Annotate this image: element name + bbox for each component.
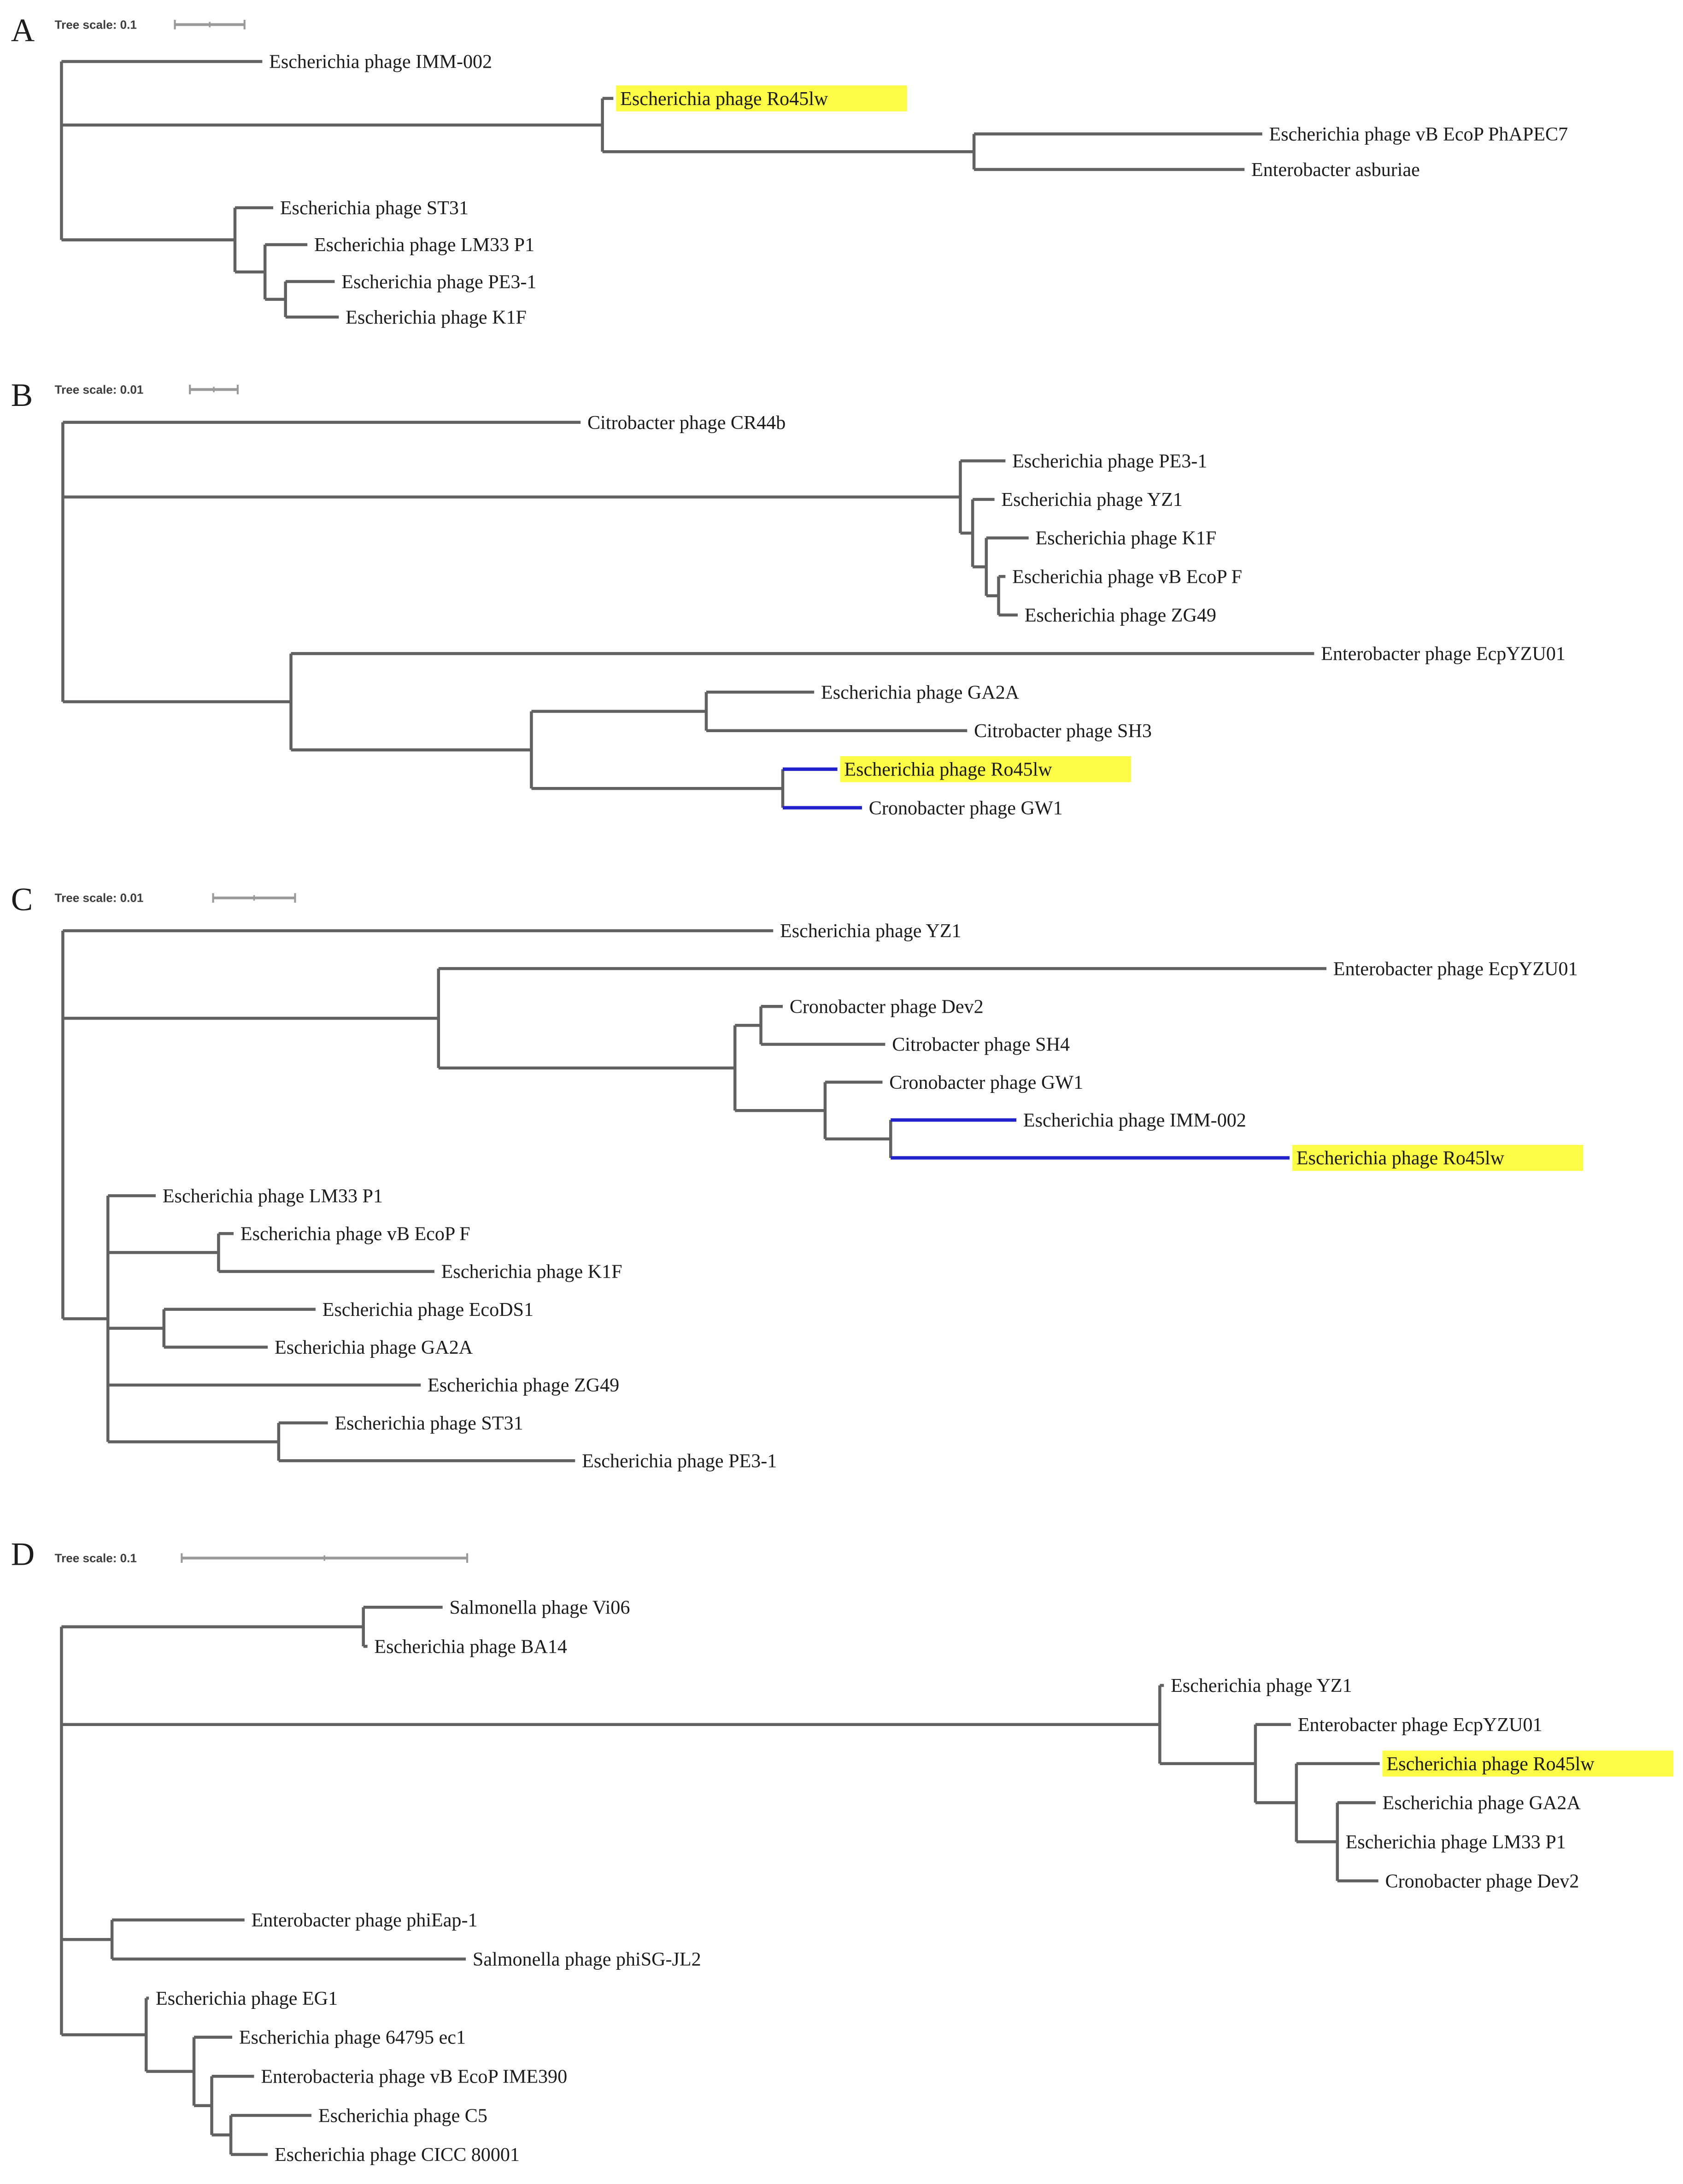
taxon-label: Cronobacter phage GW1 — [869, 797, 1063, 819]
taxon-label: Salmonella phage Vi06 — [450, 1597, 630, 1618]
taxon-label: Escherichia phage ST31 — [334, 1412, 523, 1434]
taxon-label: Escherichia phage ST31 — [280, 197, 469, 219]
taxon-highlight — [616, 85, 907, 112]
taxon-label: Escherichia phage LM33 P1 — [163, 1185, 383, 1207]
taxon-label: Escherichia phage Ro45lw — [1296, 1147, 1505, 1169]
taxon-label: Escherichia phage Ro45lw — [620, 88, 828, 110]
taxon-label: Escherichia phage BA14 — [374, 1636, 567, 1657]
taxon-label: Citrobacter phage SH3 — [974, 720, 1152, 742]
taxon-label: Enterobacter phage phiEap-1 — [252, 1909, 478, 1931]
taxon-label: Escherichia phage YZ1 — [780, 920, 962, 942]
taxon-label: Escherichia phage vB EcoP F — [1012, 566, 1242, 587]
tree-scale-label: Tree scale: 0.1 — [55, 1551, 137, 1565]
taxon-label: Escherichia phage EcoDS1 — [323, 1299, 534, 1321]
taxon-label: Cronobacter phage Dev2 — [790, 996, 984, 1018]
taxon-label: Salmonella phage phiSG-JL2 — [473, 1949, 701, 1970]
taxon-label: Cronobacter phage Dev2 — [1385, 1870, 1579, 1892]
taxon-label: Escherichia phage YZ1 — [1171, 1675, 1352, 1697]
taxon-label: Escherichia phage ZG49 — [428, 1374, 619, 1396]
taxon-label: Escherichia phage C5 — [318, 2105, 487, 2126]
panel-letter-d: D — [11, 1536, 35, 1572]
taxon-label: Escherichia phage YZ1 — [1001, 489, 1183, 511]
tree-scale-label: Tree scale: 0.01 — [55, 382, 144, 396]
taxon-label: Escherichia phage IMM-002 — [269, 51, 492, 73]
taxon-label: Escherichia phage GA2A — [821, 681, 1020, 703]
taxon-label: Cronobacter phage GW1 — [889, 1072, 1083, 1093]
taxon-label: Enterobacteria phage vB EcoP IME390 — [261, 2066, 567, 2087]
taxon-label: Escherichia phage CICC 80001 — [275, 2144, 520, 2166]
taxon-label: Escherichia phage GA2A — [1383, 1792, 1581, 1814]
taxon-label: Citrobacter phage CR44b — [587, 412, 786, 434]
taxon-label: Escherichia phage vB EcoP F — [240, 1223, 470, 1245]
taxon-label: Escherichia phage Ro45lw — [844, 759, 1052, 781]
tree-scale-label: Tree scale: 0.1 — [55, 18, 137, 31]
taxon-label: Escherichia phage PE3-1 — [1012, 450, 1207, 472]
taxon-label: Escherichia phage EG1 — [156, 1988, 338, 2009]
taxon-label: Escherichia phage vB EcoP PhAPEC7 — [1269, 123, 1568, 145]
taxon-label: Enterobacter phage EcpYZU01 — [1298, 1714, 1542, 1736]
taxon-label: Escherichia phage K1F — [441, 1261, 622, 1283]
taxon-label: Escherichia phage K1F — [1036, 528, 1217, 549]
taxon-label: Escherichia phage PE3-1 — [582, 1450, 777, 1472]
taxon-highlight — [1382, 1750, 1674, 1777]
panel-letter-b: B — [11, 377, 33, 413]
taxon-label: Escherichia phage Ro45lw — [1387, 1753, 1595, 1775]
taxon-label: Citrobacter phage SH4 — [892, 1034, 1070, 1056]
taxon-label: Escherichia phage K1F — [346, 306, 527, 328]
taxon-highlight — [1292, 1145, 1583, 1171]
taxon-label: Escherichia phage ZG49 — [1025, 605, 1216, 626]
taxon-label: Enterobacter asburiae — [1251, 159, 1420, 181]
panel-letter-c: C — [11, 881, 33, 917]
taxon-highlight — [840, 756, 1132, 782]
panel-letter-a: A — [11, 12, 35, 48]
taxon-label: Escherichia phage LM33 P1 — [314, 234, 534, 256]
tree-scale-label: Tree scale: 0.01 — [55, 891, 144, 905]
taxon-label: Escherichia phage LM33 P1 — [1346, 1831, 1566, 1853]
taxon-label: Escherichia phage GA2A — [275, 1337, 473, 1358]
taxon-label: Enterobacter phage EcpYZU01 — [1321, 643, 1566, 665]
taxon-label: Escherichia phage 64795 ec1 — [239, 2027, 466, 2049]
taxon-label: Escherichia phage PE3-1 — [341, 271, 536, 293]
taxon-label: Escherichia phage IMM-002 — [1023, 1110, 1246, 1131]
taxon-label: Enterobacter phage EcpYZU01 — [1333, 958, 1578, 980]
